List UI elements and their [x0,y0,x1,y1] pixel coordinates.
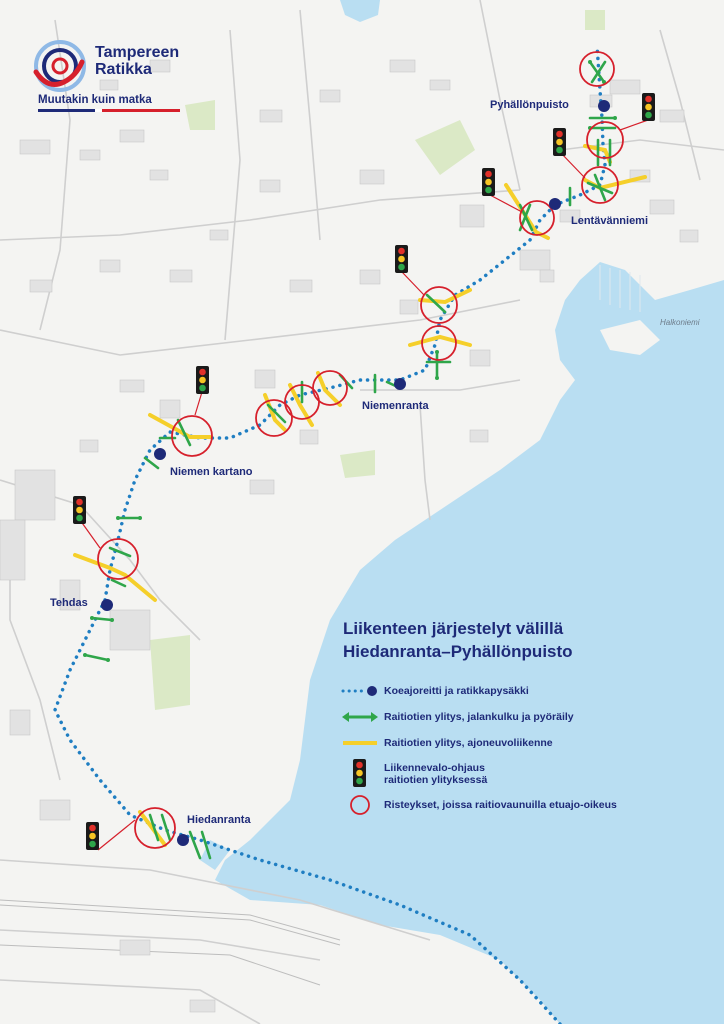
legend-item: Liikennevalo-ohjaus raitiotien ylitykses… [340,756,700,792]
dotted-route-stop-icon [340,681,380,701]
stop-label-lentavanniemi: Lentävänniemi [571,215,649,227]
traffic-light-icon [86,822,99,850]
stop-label-niemen-kartano: Niemen kartano [170,466,253,478]
traffic-light-icon [482,168,495,196]
legend-item-label: Raitiotien ylitys, ajoneuvoliikenne [384,737,553,749]
stop-label-pyhallonpuisto: Pyhällönpuisto [490,99,569,111]
logo-wordmark: Tampereen Ratikka [95,44,179,78]
legend-item: Raitiotien ylitys, ajoneuvoliikenne [340,730,700,756]
stop-marker-lentavanniemi [549,198,561,210]
legend-item-label: Koeajoreitti ja ratikkapysäkki [384,685,529,697]
legend-item-label: Risteykset, joissa raitiovaunuilla etuaj… [384,799,617,811]
traffic-light-icon [395,245,408,273]
legend-item-label: Liikennevalo-ohjaus raitiotien ylitykses… [384,762,488,786]
harbor-piers [599,265,641,312]
stop-marker-hiedanranta [177,834,189,846]
traffic-light-leaders [79,119,649,851]
legend-item: Risteykset, joissa raitiovaunuilla etuaj… [340,792,700,818]
vehicle-crossings [73,144,647,847]
stop-marker-pyhallonpuisto [598,100,610,112]
tampereen-ratikka-logo-icon [33,40,86,92]
legend-item: Koeajoreitti ja ratikkapysäkki [340,678,700,704]
small-lake-top [340,0,380,22]
place-label-halkoniemi: Halkoniemi [660,318,700,327]
buildings [0,59,699,1013]
legend-title: Liikenteen järjestelyt välillä Hiedanran… [343,617,573,663]
halkoniemi-peninsula [600,320,660,355]
tram-stops [101,100,610,846]
yellow-line-icon [340,733,380,753]
green-double-arrow-icon [340,707,380,727]
stop-marker-niemen-kartano [154,448,166,460]
legend-item: Raitiotien ylitys, jalankulku ja pyöräil… [340,704,700,730]
slogan: Muutakin kuin matka [38,94,152,106]
red-circle-icon [340,795,380,815]
railway [0,899,341,986]
slogan-underline [38,109,180,112]
stop-label-hiedanranta: Hiedanranta [187,814,251,826]
stop-label-niemenranta: Niemenranta [362,400,429,412]
stop-marker-tehdas [101,599,113,611]
lake-water [215,262,724,1024]
traffic-light-icon [340,759,380,787]
stop-marker-niemenranta [394,378,406,390]
logo-line2: Ratikka [95,61,152,78]
traffic-light-icon [73,496,86,524]
legend-title-line1: Liikenteen järjestelyt välillä [343,619,564,638]
priority-intersections [97,51,624,849]
stop-label-tehdas: Tehdas [50,597,88,609]
parks [150,10,605,710]
legend-item-label: Raitiotien ylitys, jalankulku ja pyöräil… [384,711,574,723]
logo-line1: Tampereen [95,44,180,61]
legend: Koeajoreitti ja ratikkapysäkki Raitiotie… [340,678,700,818]
traffic-lights [73,93,655,850]
traffic-light-icon [553,128,566,156]
pedestrian-arrowheads [83,60,617,662]
traffic-light-icon [196,366,209,394]
traffic-light-icon [642,93,655,121]
legend-title-line2: Hiedanranta–Pyhällönpuisto [343,642,573,661]
